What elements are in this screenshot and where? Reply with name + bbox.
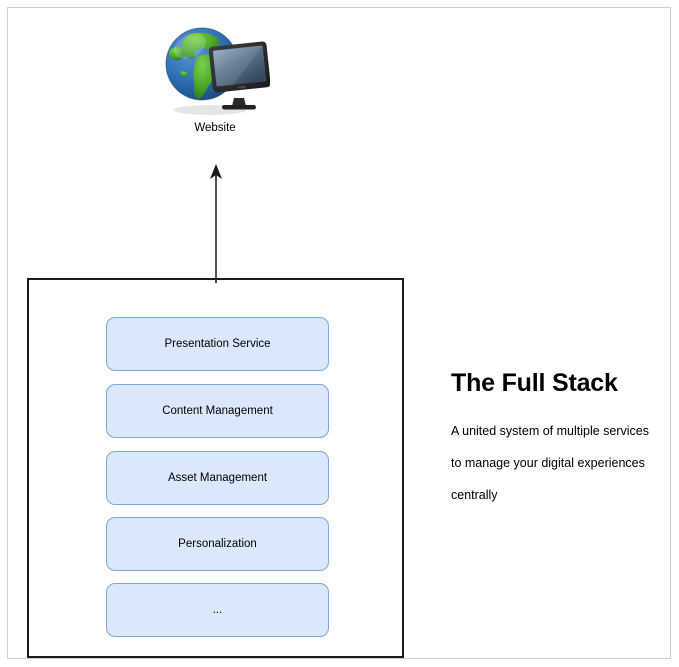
description-line: to manage your digital experiences (451, 456, 645, 470)
service-box-presentation-service[interactable]: Presentation Service (106, 317, 329, 371)
service-box-more[interactable]: ... (106, 583, 329, 637)
service-box-personalization[interactable]: Personalization (106, 517, 329, 571)
service-box-label: Presentation Service (164, 338, 271, 350)
page-frame: Website Presentation Service Content Man… (7, 7, 671, 659)
service-box-label: Content Management (162, 405, 273, 417)
service-box-label: Personalization (178, 538, 257, 550)
text-column: The Full Stack A united system of multip… (451, 368, 666, 511)
service-box-asset-management[interactable]: Asset Management (106, 451, 329, 505)
website-node[interactable]: Website (160, 22, 271, 142)
description-text: A united system of multiple services to … (451, 398, 666, 511)
description-line: centrally (451, 488, 498, 502)
service-box-label: Asset Management (167, 472, 268, 484)
full-stack-container: Presentation Service Content Management … (27, 278, 404, 658)
website-node-label: Website (194, 122, 236, 134)
arrow-up-icon (200, 163, 232, 283)
page-title: The Full Stack (451, 369, 618, 397)
service-box-content-management[interactable]: Content Management (106, 384, 329, 438)
globe-monitor-icon (160, 22, 271, 118)
description-line: A united system of multiple services (451, 424, 649, 438)
service-box-label: ... (212, 604, 223, 616)
